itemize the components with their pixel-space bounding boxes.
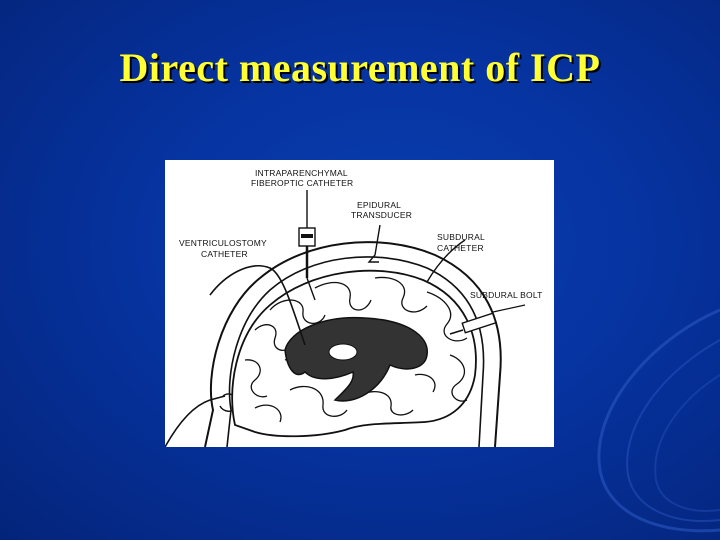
- label-subdural-bolt: SUBDURAL BOLT: [470, 290, 543, 300]
- label-ventriculostomy-2: CATHETER: [201, 249, 248, 259]
- ventriculostomy-catheter: [209, 265, 306, 346]
- face-outline: [165, 395, 226, 447]
- subdural-catheter: [426, 239, 466, 283]
- subdural-bolt: [449, 304, 526, 335]
- label-subdural-catheter-1: SUBDURAL: [437, 232, 485, 242]
- label-epidural-1: EPIDURAL: [357, 200, 401, 210]
- epidural-transducer: [367, 224, 381, 263]
- label-intraparenchymal-2: FIBEROPTIC CATHETER: [251, 178, 353, 188]
- lateral-ventricle: [284, 316, 428, 402]
- decorative-swoosh: [597, 308, 720, 533]
- label-ventriculostomy-1: VENTRICULOSTOMY: [179, 238, 267, 248]
- icp-monitoring-diagram: INTRAPARENCHYMAL FIBEROPTIC CATHETER EPI…: [165, 160, 554, 447]
- label-epidural-2: TRANSDUCER: [351, 210, 412, 220]
- label-subdural-catheter-2: CATHETER: [437, 243, 484, 253]
- intraparenchymal-device: [298, 190, 316, 301]
- brain-cross-section-illustration: INTRAPARENCHYMAL FIBEROPTIC CATHETER EPI…: [165, 168, 543, 447]
- slide-title: Direct measurement of ICP: [119, 45, 601, 90]
- label-intraparenchymal-1: INTRAPARENCHYMAL: [255, 168, 348, 178]
- ventricle-highlight: [328, 343, 358, 361]
